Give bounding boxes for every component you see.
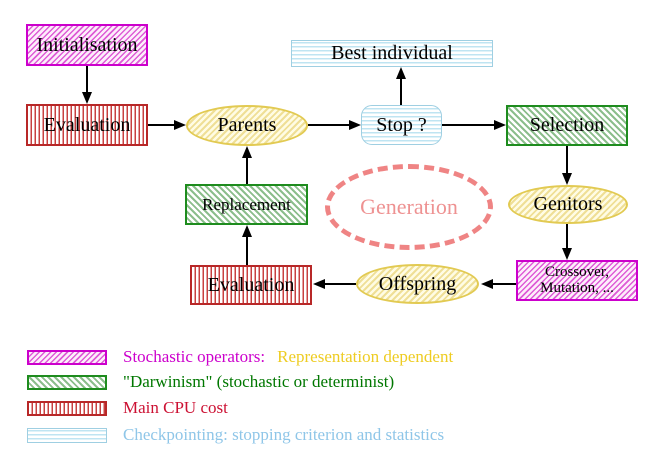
node-genitors: Genitors bbox=[508, 185, 628, 224]
node-stop: Stop ? bbox=[361, 105, 442, 145]
node-parents: Parents bbox=[186, 105, 308, 146]
legend-text-main-cpu-cost: Main CPU cost bbox=[123, 398, 228, 417]
node-initialisation: Initialisation bbox=[26, 24, 148, 66]
legend-text-stochastic-operators: Stochastic operators: bbox=[123, 347, 266, 366]
legend-row-checkpointing: Checkpointing: stopping criterion and st… bbox=[27, 425, 444, 445]
legend-text-representation-dependent: Representation dependent bbox=[277, 347, 454, 366]
node-selection: Selection bbox=[506, 105, 628, 146]
legend-swatch-red-stripes bbox=[27, 400, 107, 416]
legend-swatch-green-hatch bbox=[27, 374, 107, 390]
legend-row-cpu-cost: Main CPU cost bbox=[27, 398, 228, 418]
legend-row-stochastic: Stochastic operators: Representation depe… bbox=[27, 347, 453, 367]
crossover-line1: Crossover, bbox=[545, 263, 609, 280]
node-best-individual: Best individual bbox=[291, 40, 493, 67]
legend-label-stochastic: Stochastic operators: Representation depe… bbox=[123, 347, 453, 367]
crossover-line2: Mutation, ... bbox=[540, 279, 614, 296]
legend-swatch-cyan-stripes bbox=[27, 427, 107, 443]
node-generation: Generation bbox=[325, 164, 493, 250]
node-crossover-mutation: Crossover, Mutation, ... bbox=[516, 260, 638, 301]
node-evaluation-top: Evaluation bbox=[26, 104, 148, 146]
node-evaluation-bottom: Evaluation bbox=[190, 265, 312, 305]
legend-row-darwinism: "Darwinism" (stochastic or determinist) bbox=[27, 372, 394, 392]
legend-text-darwinism: "Darwinism" (stochastic or determinist) bbox=[123, 372, 395, 391]
node-offspring: Offspring bbox=[356, 264, 479, 304]
legend-swatch-magenta-hatch bbox=[27, 349, 107, 365]
node-replacement: Replacement bbox=[185, 184, 308, 225]
legend-text-checkpointing: Checkpointing: stopping criterion and st… bbox=[123, 425, 445, 444]
